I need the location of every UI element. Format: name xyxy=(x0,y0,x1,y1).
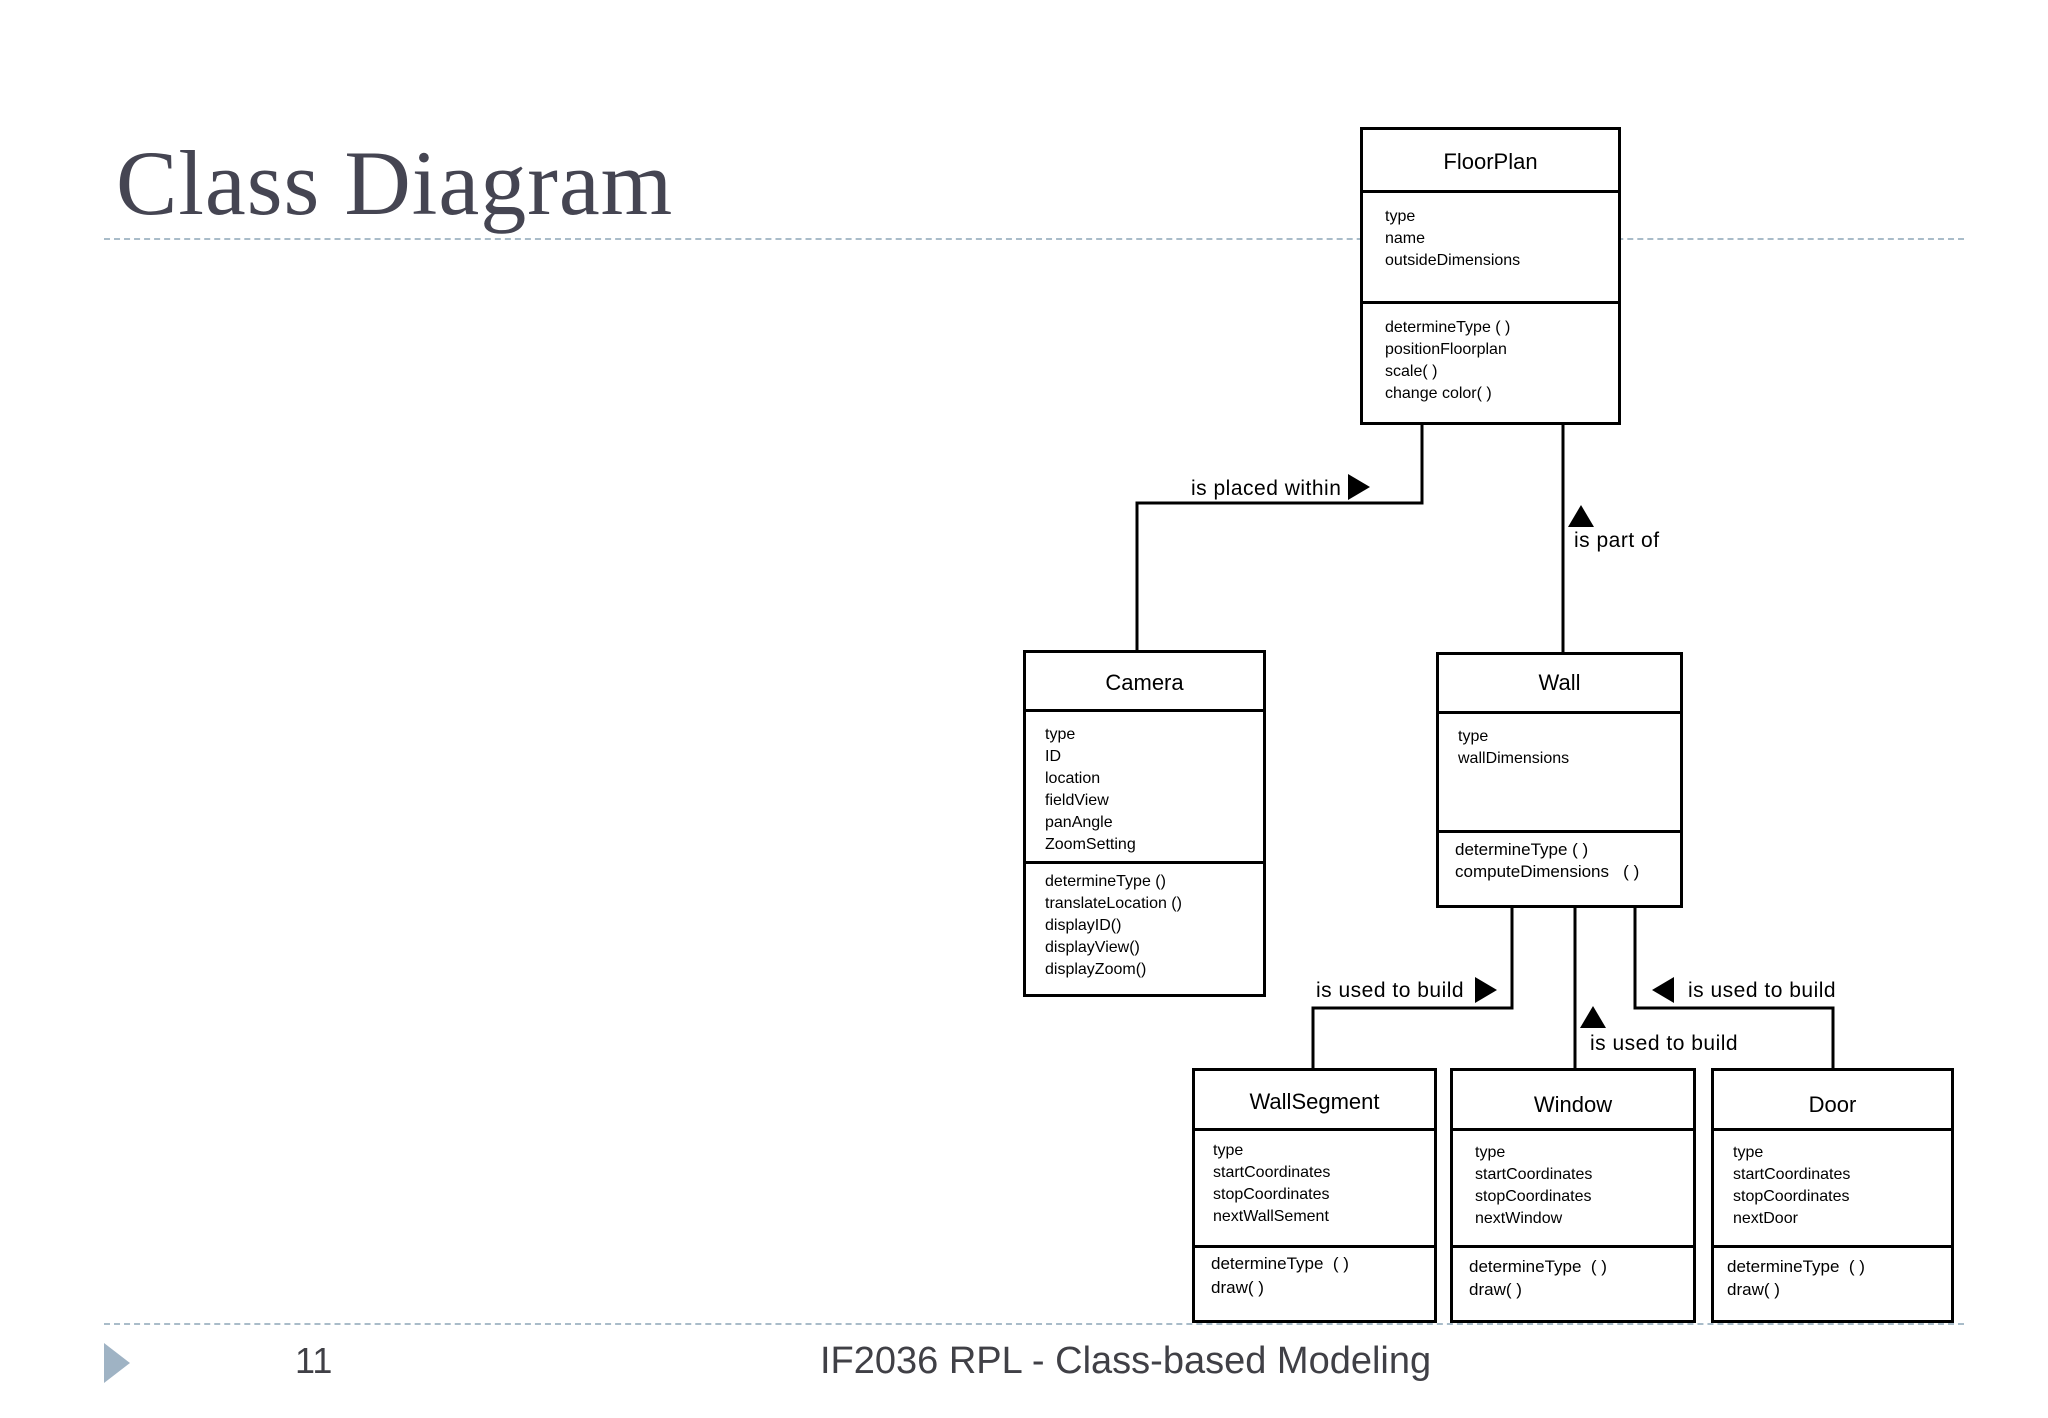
attribute-item: ZoomSetting xyxy=(1045,836,1136,853)
attribute-item: wallDimensions xyxy=(1458,750,1570,767)
attribute-item: location xyxy=(1045,770,1101,787)
attribute-item: type xyxy=(1045,726,1076,743)
attribute-item: panAngle xyxy=(1045,814,1113,831)
slide-title: Class Diagram xyxy=(116,132,674,234)
relation-label-camera-floorplan: is placed within xyxy=(1191,477,1342,500)
class-divider xyxy=(1714,1128,1951,1131)
operation-list: determineType ( ) draw( ) xyxy=(1469,1255,1607,1301)
attribute-item: stopCoordinates xyxy=(1733,1188,1850,1205)
attribute-item: stopCoordinates xyxy=(1213,1186,1330,1203)
class-divider xyxy=(1195,1245,1434,1248)
attribute-list: type wallDimensions xyxy=(1458,726,1569,770)
operation-item: determineType ( ) xyxy=(1469,1257,1607,1276)
operation-list: determineType ( ) draw( ) xyxy=(1727,1255,1865,1301)
operation-item: draw( ) xyxy=(1211,1278,1264,1297)
class-divider xyxy=(1195,1128,1434,1131)
operation-item: determineType ( ) xyxy=(1727,1257,1865,1276)
connector-door-wall xyxy=(1633,906,1835,1070)
operation-item: displayView() xyxy=(1045,939,1140,956)
page-number: 11 xyxy=(295,1340,333,1381)
class-divider xyxy=(1439,711,1680,714)
operation-item: positionFloorplan xyxy=(1385,341,1507,358)
attribute-item: type xyxy=(1213,1142,1244,1159)
class-divider xyxy=(1026,709,1263,712)
class-camera: Camera type ID location fieldView panAng… xyxy=(1023,650,1266,997)
class-floorplan: FloorPlan type name outsideDimensions de… xyxy=(1360,127,1621,425)
class-wallsegment: WallSegment type startCoordinates stopCo… xyxy=(1192,1068,1437,1323)
attribute-item: type xyxy=(1385,208,1416,225)
class-window: Window type startCoordinates stopCoordin… xyxy=(1450,1068,1696,1323)
footer-course-title: IF2036 RPL - Class-based Modeling xyxy=(820,1340,1432,1382)
connector-camera-floorplan xyxy=(1135,422,1424,652)
attribute-item: type xyxy=(1458,728,1489,745)
attribute-item: startCoordinates xyxy=(1475,1166,1593,1183)
direction-arrow-up-icon xyxy=(1580,1006,1606,1028)
attribute-item: nextWallSement xyxy=(1213,1208,1329,1225)
class-name: WallSegment xyxy=(1249,1089,1380,1114)
footer-triangle-icon xyxy=(104,1343,130,1383)
class-name: Door xyxy=(1808,1092,1857,1117)
class-divider xyxy=(1439,830,1680,833)
direction-arrow-right-icon xyxy=(1475,977,1497,1003)
attribute-list: type name outsideDimensions xyxy=(1385,206,1520,272)
attribute-item: outsideDimensions xyxy=(1385,252,1521,269)
operation-item: translateLocation () xyxy=(1045,895,1182,912)
attribute-list: type startCoordinates stopCoordinates ne… xyxy=(1213,1140,1330,1228)
relation-label-window-wall: is used to build xyxy=(1590,1032,1739,1055)
relation-label-wallsegment-wall: is used to build xyxy=(1316,979,1465,1002)
class-name: Window xyxy=(1533,1092,1613,1117)
operation-list: determineType ( ) draw( ) xyxy=(1211,1252,1349,1300)
operation-item: scale( ) xyxy=(1385,363,1438,380)
operation-item: computeDimensions ( ) xyxy=(1455,862,1640,881)
direction-arrow-up-icon xyxy=(1568,505,1594,527)
class-divider xyxy=(1453,1128,1693,1131)
operation-item: displayID() xyxy=(1045,917,1122,934)
footer-divider xyxy=(104,1323,1964,1325)
operation-item: determineType ( ) xyxy=(1455,840,1589,859)
attribute-item: name xyxy=(1385,230,1426,247)
class-divider xyxy=(1363,190,1618,193)
attribute-item: startCoordinates xyxy=(1733,1166,1851,1183)
attribute-item: fieldView xyxy=(1045,792,1109,809)
relation-label-wall-floorplan: is part of xyxy=(1574,529,1660,552)
attribute-item: type xyxy=(1733,1144,1764,1161)
attribute-item: type xyxy=(1475,1144,1506,1161)
class-divider xyxy=(1714,1245,1951,1248)
class-wall: Wall type wallDimensions determineType (… xyxy=(1436,652,1683,908)
operation-item: change color( ) xyxy=(1385,385,1492,402)
class-divider xyxy=(1453,1245,1693,1248)
attribute-list: type ID location fieldView panAngle Zoom… xyxy=(1045,724,1136,856)
class-divider xyxy=(1363,301,1618,304)
title-divider xyxy=(104,238,1964,240)
connector-wallsegment-wall xyxy=(1311,906,1514,1068)
operation-item: displayZoom() xyxy=(1045,961,1147,978)
direction-arrow-left-icon xyxy=(1652,977,1674,1003)
attribute-list: type startCoordinates stopCoordinates ne… xyxy=(1733,1142,1850,1230)
operation-item: determineType ( ) xyxy=(1211,1254,1349,1273)
operation-item: draw( ) xyxy=(1727,1280,1780,1299)
attribute-item: ID xyxy=(1045,748,1061,765)
attribute-item: nextWindow xyxy=(1475,1210,1563,1227)
direction-arrow-right-icon xyxy=(1348,474,1370,500)
operation-item: draw( ) xyxy=(1469,1280,1522,1299)
attribute-item: startCoordinates xyxy=(1213,1164,1331,1181)
class-name: FloorPlan xyxy=(1443,149,1538,174)
relation-label-door-wall: is used to build xyxy=(1688,979,1837,1002)
operation-list: determineType ( ) computeDimensions ( ) xyxy=(1455,839,1639,883)
attribute-item: stopCoordinates xyxy=(1475,1188,1592,1205)
operation-item: determineType () xyxy=(1045,873,1166,890)
operation-list: determineType ( ) positionFloorplan scal… xyxy=(1385,317,1510,405)
attribute-item: nextDoor xyxy=(1733,1210,1798,1227)
class-divider xyxy=(1026,861,1263,864)
class-door: Door type startCoordinates stopCoordinat… xyxy=(1711,1068,1954,1323)
operation-item: determineType ( ) xyxy=(1385,319,1511,336)
attribute-list: type startCoordinates stopCoordinates ne… xyxy=(1475,1142,1592,1230)
class-name: Camera xyxy=(1105,670,1184,695)
class-name: Wall xyxy=(1538,670,1581,695)
operation-list: determineType () translateLocation () di… xyxy=(1045,871,1182,981)
